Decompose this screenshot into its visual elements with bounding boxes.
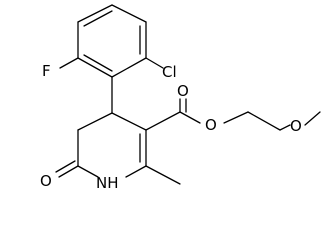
chain-bond-3 bbox=[279, 124, 291, 131]
ester-oxygen-label: O bbox=[205, 116, 217, 134]
pyridinone-ring bbox=[77, 112, 147, 178]
phenyl-ring bbox=[77, 4, 147, 78]
ring-nitrogen-label: NH bbox=[96, 174, 119, 192]
chain-bond-2 bbox=[247, 111, 281, 131]
ester-o-bond bbox=[179, 111, 201, 124]
c-f-bond bbox=[59, 57, 79, 69]
fluorine-label: F bbox=[42, 62, 51, 80]
ester-carbonyl-oxygen-label: O bbox=[177, 82, 189, 100]
methyl-bond bbox=[145, 165, 181, 185]
lactam-oxygen-label: O bbox=[40, 172, 52, 190]
lactam-carbonyl-bond bbox=[58, 165, 79, 178]
chlorine-label: Cl bbox=[162, 63, 177, 81]
c-cl-bond bbox=[145, 57, 164, 69]
ether-oxygen-label: O bbox=[290, 117, 302, 135]
chain-bond-4 bbox=[304, 111, 321, 126]
lactam-carbonyl-bond-2 bbox=[55, 160, 76, 173]
ester-carbon-bond bbox=[145, 111, 181, 131]
chain-bond-1 bbox=[223, 111, 249, 124]
